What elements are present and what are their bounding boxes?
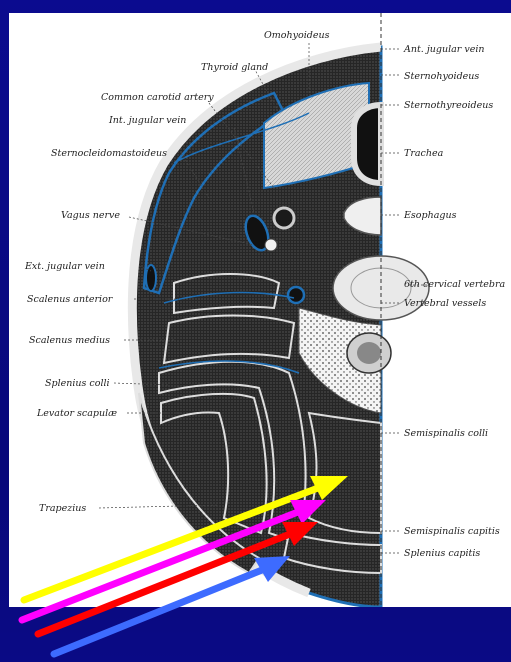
blue-arrow [54, 556, 290, 654]
